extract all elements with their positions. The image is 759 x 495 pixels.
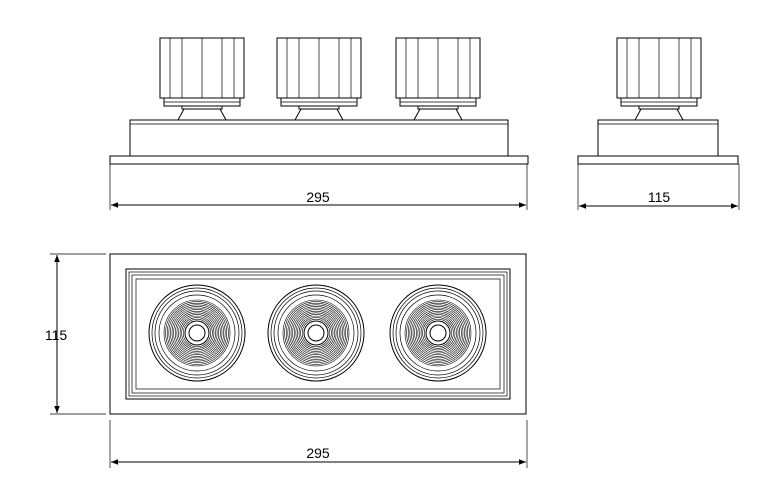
top-width-label: 295 [306,445,330,461]
top-lamps [148,284,487,382]
side-housing [597,119,719,157]
top-lamp-3 [389,284,487,382]
top-outer-frame [109,253,527,415]
top-view: 295 115 [45,253,528,468]
top-lamp-2 [267,284,365,382]
side-view: 115 [577,37,740,210]
front-view: 295 [109,37,529,210]
top-height-label: 115 [45,327,68,343]
front-lamp-2 [276,37,362,121]
front-lamp-3 [395,37,481,121]
side-lamp [616,37,702,121]
top-lamp-1 [148,284,246,382]
front-width-label: 295 [306,189,330,205]
front-flange [109,155,529,165]
front-housing [129,119,509,157]
top-inner-frame [125,268,511,400]
side-width-label: 115 [648,189,671,205]
front-lamp-1 [159,37,245,121]
side-flange [577,155,739,165]
